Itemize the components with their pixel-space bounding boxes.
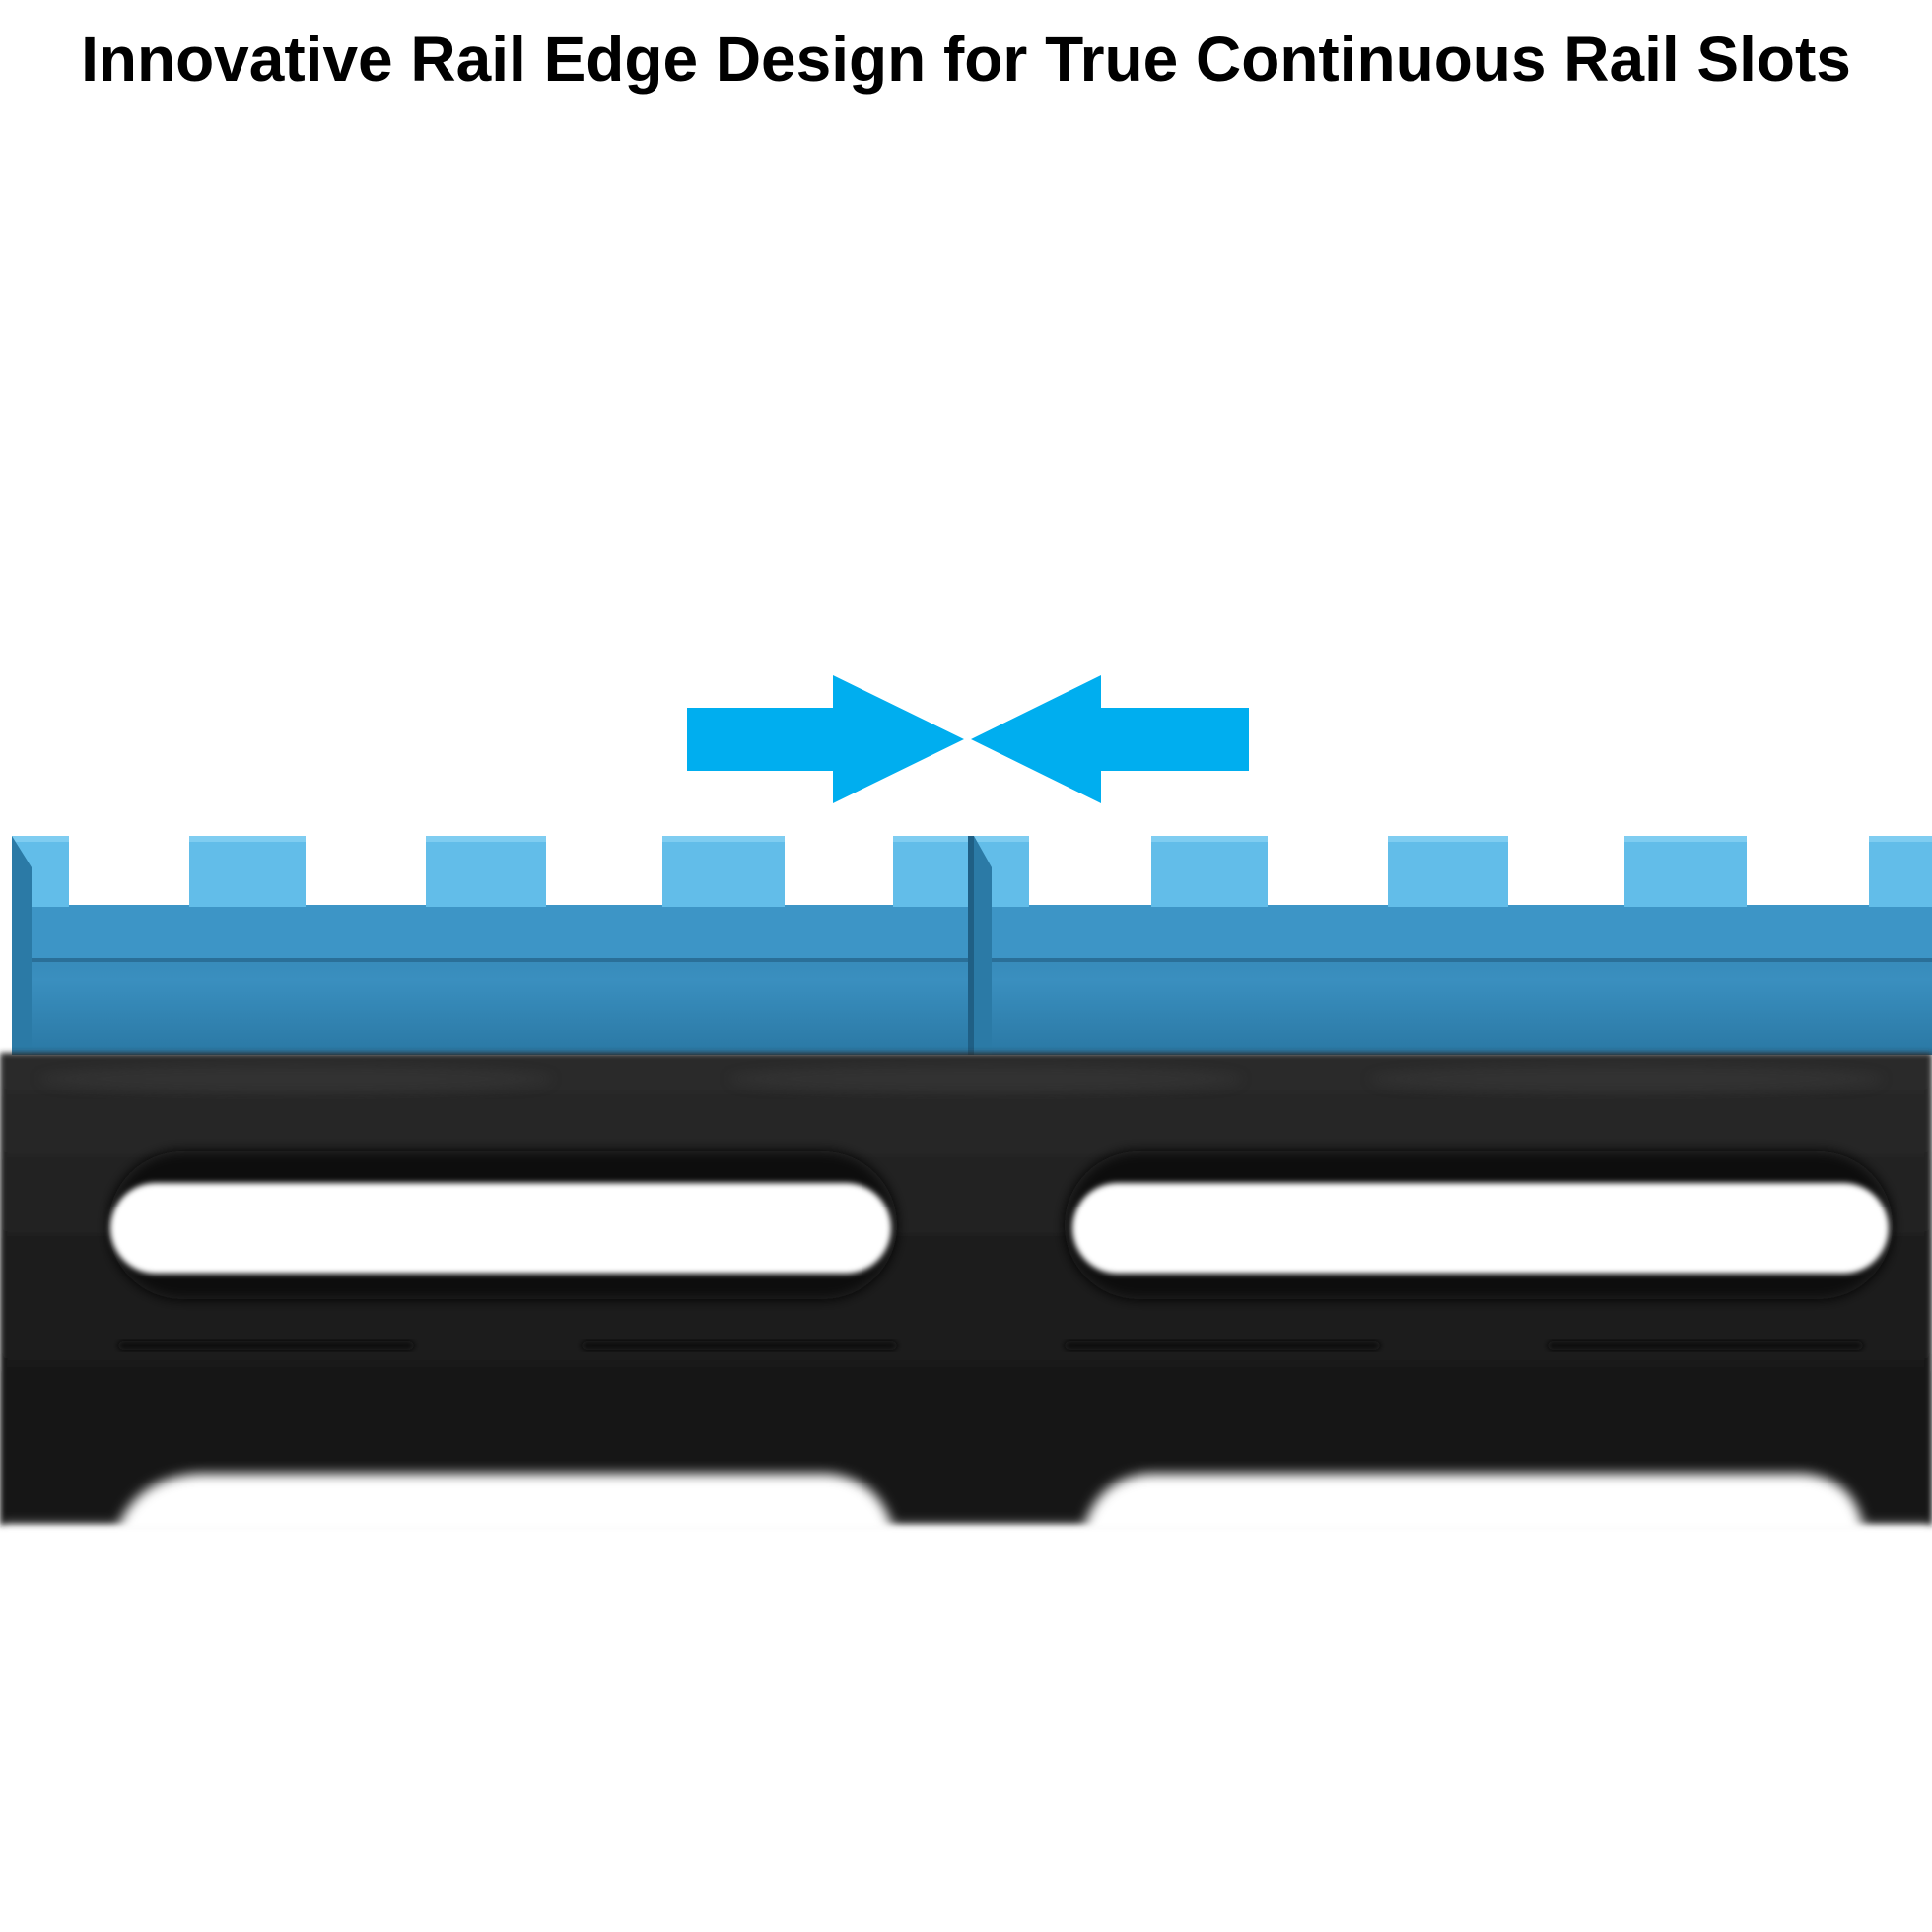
arrow-right-icon: [687, 675, 964, 803]
rail-section-left: [12, 836, 968, 1055]
rail-joint-seam: [968, 836, 974, 1055]
slot-left: [110, 1183, 891, 1274]
headline: Innovative Rail Edge Design for True Con…: [81, 24, 1851, 95]
handguard: [0, 1053, 1932, 1538]
rail-section-right: [974, 836, 1932, 1055]
slot-right: [1072, 1183, 1889, 1274]
arrow-left-icon: [971, 675, 1249, 803]
